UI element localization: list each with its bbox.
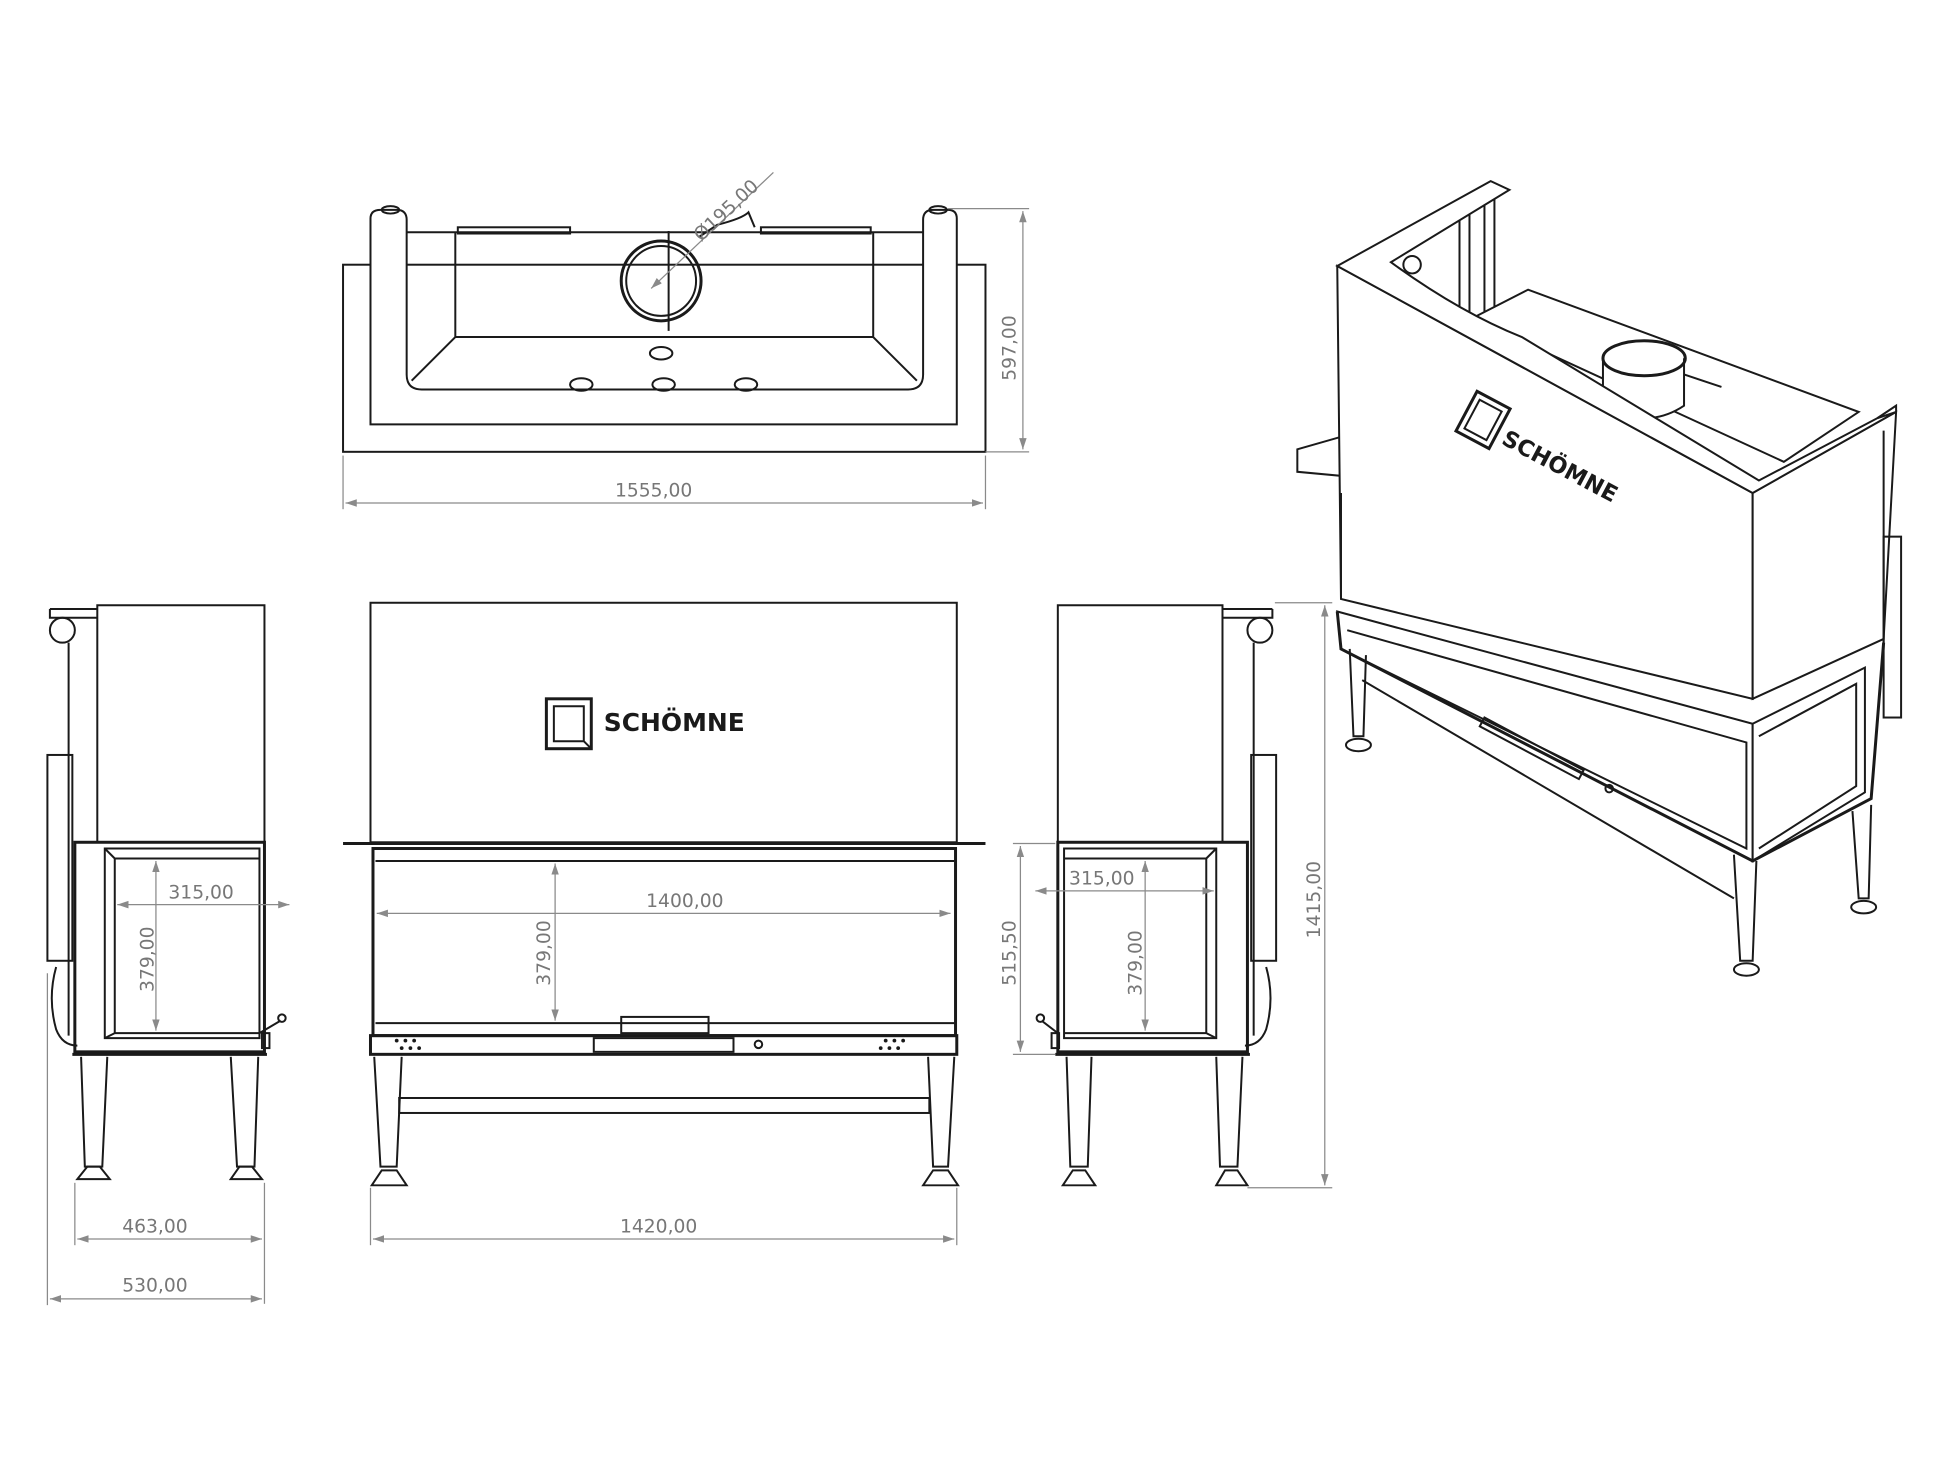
brand-logo: SCHÖMNE xyxy=(544,697,745,751)
dim-flue-diameter: Ø195,00 xyxy=(690,176,763,246)
dim-left-depth-total: 530,00 xyxy=(122,1275,187,1296)
dim-left-glass-height: 379,00 xyxy=(137,927,158,992)
left-side-view: 315,00 379,00 463,00 530,00 xyxy=(46,604,290,1306)
dim-right-glass-height: 379,00 xyxy=(1125,930,1146,995)
dim-front-glass-width: 1400,00 xyxy=(646,891,723,912)
vent-holes xyxy=(394,1038,906,1050)
front-view: SCHÖMNE 1400,00 379,00 1420,00 xyxy=(343,601,986,1246)
right-side-view: 315,00 379,00 515,50 1415,00 xyxy=(999,602,1333,1189)
dim-front-width: 1420,00 xyxy=(620,1217,697,1238)
dim-front-glass-height: 379,00 xyxy=(534,920,555,985)
dim-width-top: 1555,00 xyxy=(615,481,692,502)
dim-left-depth-base: 463,00 xyxy=(122,1217,187,1238)
dim-total-height: 1415,00 xyxy=(1304,861,1325,938)
dim-depth-top: 597,00 xyxy=(999,315,1020,380)
isometric-view: SCHÖMNE xyxy=(1296,180,1903,977)
svg-text:SCHÖMNE: SCHÖMNE xyxy=(604,707,745,737)
top-view: 1555,00 597,00 Ø195,00 xyxy=(342,171,1030,510)
dim-right-glass-width: 315,00 xyxy=(1069,869,1134,890)
dim-right-opening-height: 515,50 xyxy=(999,920,1020,985)
dim-left-glass-width: 315,00 xyxy=(168,882,233,903)
